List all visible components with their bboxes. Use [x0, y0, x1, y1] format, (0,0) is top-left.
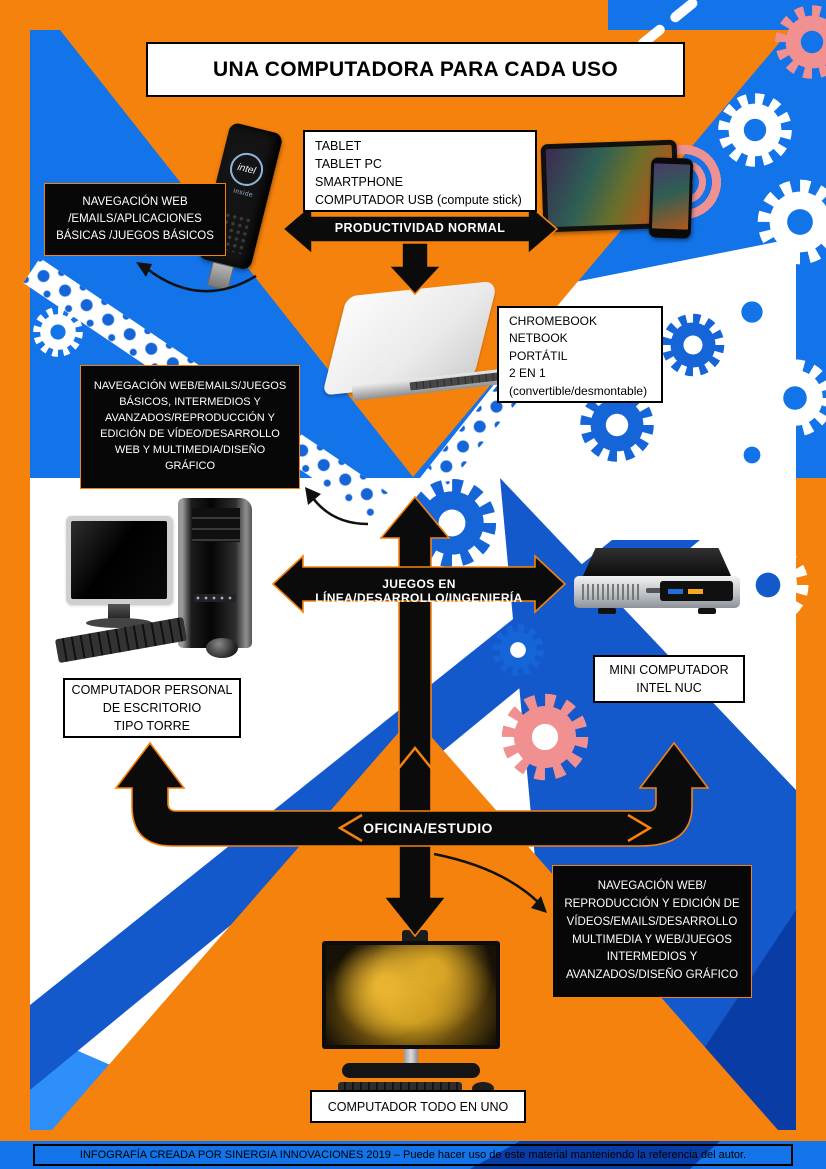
- blue-right-strip: [796, 0, 826, 478]
- aio-label-box: COMPUTADOR TODO EN UNO: [310, 1090, 526, 1123]
- gear-icon: [729, 432, 776, 479]
- label-line: INTEL NUC: [636, 681, 702, 695]
- intel-logo-text: intel: [236, 161, 257, 177]
- nuc-vents: [582, 584, 640, 600]
- laptop-types-box: CHROMEBOOK NETBOOK PORTÁTIL 2 EN 1 (conv…: [497, 306, 663, 403]
- desktop-tower-image: [54, 490, 275, 670]
- page-title: UNA COMPUTADORA PARA CADA USO: [146, 42, 685, 97]
- footer-credit: INFOGRAFÍA CREADA POR SINERGIA INNOVACIO…: [33, 1144, 793, 1166]
- label-line: COMPUTADOR PERSONAL: [71, 682, 233, 697]
- aio-soundbar: [342, 1063, 480, 1078]
- tower-label-box: COMPUTADOR PERSONAL DE ESCRITORIO TIPO T…: [63, 678, 241, 738]
- monitor-foot: [86, 618, 152, 628]
- trunk-chevron-icon: [397, 746, 433, 770]
- lightblue-triangle: [30, 1030, 260, 1130]
- office-arrow-label: OFICINA/ESTUDIO: [363, 820, 493, 836]
- nuc-foot: [698, 608, 716, 614]
- gear-icon: [724, 99, 786, 161]
- smartphone-image: [648, 157, 694, 239]
- mouse-image: [206, 638, 238, 658]
- crt-monitor: [66, 516, 172, 604]
- monitor-stand: [108, 604, 130, 620]
- gear-icon: [37, 311, 79, 353]
- laptop-image: [322, 280, 513, 405]
- office-chevron-right-icon: [627, 813, 653, 843]
- tower-case: [178, 498, 252, 648]
- nuc-body: [574, 576, 740, 608]
- smartphone-screen: [651, 163, 691, 230]
- all-in-one-image: [318, 930, 508, 1100]
- drive-bays: [192, 508, 240, 542]
- device-type-line: 2 EN 1: [509, 366, 546, 381]
- curve-arrowhead: [136, 262, 152, 277]
- aio-display: [322, 941, 500, 1049]
- usb3-port: [668, 589, 684, 594]
- device-type-line: CHROMEBOOK: [509, 314, 598, 328]
- label-line: MINI COMPUTADOR: [609, 662, 729, 677]
- curve-arrow-to-aio-uses: [433, 852, 543, 907]
- gear-icon: [764, 186, 826, 258]
- gear-icon: [666, 318, 719, 371]
- nuc-lid: [582, 548, 732, 578]
- portable-devices-box: TABLET TABLET PC SMARTPHONE COMPUTADOR U…: [303, 130, 537, 212]
- gear-icon: [508, 700, 581, 773]
- central-trunk-arrow: [379, 495, 451, 938]
- device-type-line: COMPUTADOR USB (compute stick): [315, 193, 522, 208]
- tablet-smartphone-image: [540, 136, 722, 244]
- label-line: DE ESCRITORIO: [102, 700, 202, 715]
- aio-wallpaper: [326, 945, 496, 1045]
- intel-logo: intel: [226, 149, 267, 190]
- nuc-foot: [598, 608, 616, 614]
- basic-uses-box: NAVEGACIÓN WEB /EMAILS/APLICACIONES BÁSI…: [44, 183, 226, 256]
- nuc-label-box: MINI COMPUTADOR INTEL NUC: [593, 655, 745, 703]
- productivity-arrow-label: PRODUCTIVIDAD NORMAL: [334, 221, 506, 235]
- device-type-line: NETBOOK: [509, 331, 568, 346]
- gear-icon: [586, 394, 648, 456]
- nuc-front-panel: [660, 581, 734, 601]
- curve-arrowhead: [305, 487, 321, 505]
- desktop-uses-box: NAVEGACIÓN WEB/EMAILS/JUEGOS BÁSICOS, IN…: [80, 365, 300, 489]
- device-type-line: TABLET: [315, 139, 362, 153]
- aio-uses-box: NAVEGACIÓN WEB/ REPRODUCCIÓN Y EDICIÓN D…: [552, 865, 752, 998]
- intel-inside-text: inside: [232, 187, 254, 200]
- label-line: TIPO TORRE: [114, 719, 190, 734]
- monitor-screen: [71, 521, 167, 599]
- gear-icon: [781, 11, 826, 73]
- gear-icon: [722, 282, 781, 341]
- device-type-line: PORTÁTIL: [509, 348, 568, 363]
- device-type-line: SMARTPHONE: [315, 175, 403, 190]
- device-type-line: TABLET PC: [315, 157, 382, 172]
- charging-port: [688, 589, 704, 594]
- curve-arrowhead: [531, 896, 547, 913]
- blue-top-right: [608, 0, 826, 32]
- aio-stand: [404, 1049, 418, 1065]
- gear-icon: [762, 365, 826, 431]
- label-line: COMPUTADOR TODO EN UNO: [327, 1099, 509, 1114]
- gear-icon: [496, 628, 540, 672]
- puzzle-blob: [762, 689, 796, 723]
- front-buttons: [194, 594, 236, 602]
- device-type-line: (convertible/desmontable): [509, 383, 648, 398]
- gear-icon: [415, 486, 490, 561]
- usb-connector: [206, 261, 235, 292]
- gaming-arrow-label: JUEGOS EN LÍNEA/DESARROLLO/INGENIERÍA: [315, 577, 523, 605]
- mini-pc-image: [568, 542, 750, 627]
